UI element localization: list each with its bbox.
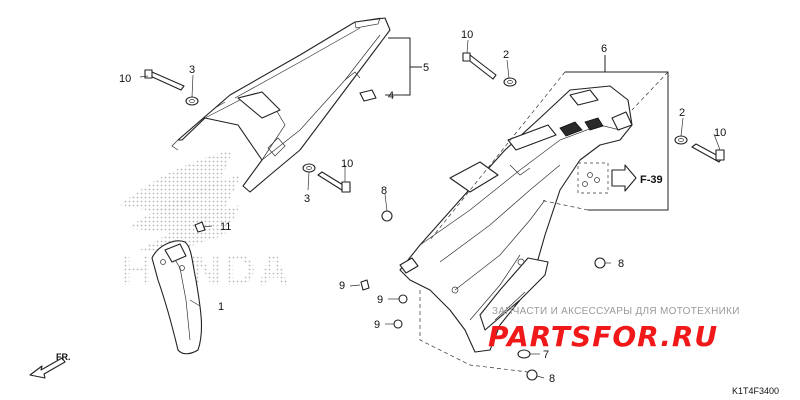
callout-8-a: 8 xyxy=(381,185,387,197)
callout-3-a: 3 xyxy=(189,64,195,76)
callout-4: 4 xyxy=(388,90,394,102)
mud-guard-part xyxy=(151,240,203,355)
callout-8-b: 8 xyxy=(618,258,624,270)
callout-9-b: 9 xyxy=(377,294,383,306)
partsfor-watermark: ЗАПЧАСТИ И АКСЕССУАРЫ ДЛЯ МОТОТЕХНИКИ PA… xyxy=(488,306,740,353)
callout-numbers: 10 3 5 4 10 2 6 2 10 10 3 8 11 1 8 9 9 9… xyxy=(119,29,726,385)
front-label: FR. xyxy=(56,352,71,362)
rear-fender-part xyxy=(399,85,633,353)
callout-10-c: 10 xyxy=(714,127,726,139)
callout-9-c: 9 xyxy=(374,319,380,331)
pad-part xyxy=(359,89,377,102)
callout-9-a: 9 xyxy=(339,280,345,292)
watermark-tagline: ЗАПЧАСТИ И АКСЕССУАРЫ ДЛЯ МОТОТЕХНИКИ xyxy=(492,306,740,317)
callout-11: 11 xyxy=(220,221,231,233)
callout-10-b: 10 xyxy=(461,29,473,41)
diagram-code: K1T4F3400 xyxy=(732,386,779,396)
callout-6: 6 xyxy=(601,43,607,55)
callout-8-c: 8 xyxy=(549,373,555,385)
f39-reference: F-39 xyxy=(611,164,663,192)
honda-wing-watermark: HONDA xyxy=(120,150,291,295)
callout-2-b: 2 xyxy=(679,107,685,119)
callout-3-b: 3 xyxy=(304,193,310,205)
seat-part xyxy=(171,17,391,193)
leader-lines xyxy=(139,39,721,379)
callout-10-a: 10 xyxy=(119,73,131,85)
callout-1: 1 xyxy=(218,301,224,313)
watermark-logo: PARTSFOR.RU xyxy=(488,320,718,353)
callout-7: 7 xyxy=(543,349,549,361)
callout-5: 5 xyxy=(423,62,429,74)
honda-watermark-text: HONDA xyxy=(120,246,291,295)
f39-label: F-39 xyxy=(640,174,663,186)
callout-2-a: 2 xyxy=(503,49,509,61)
callout-10-d: 10 xyxy=(341,158,353,170)
front-direction-indicator: FR. xyxy=(29,352,71,379)
